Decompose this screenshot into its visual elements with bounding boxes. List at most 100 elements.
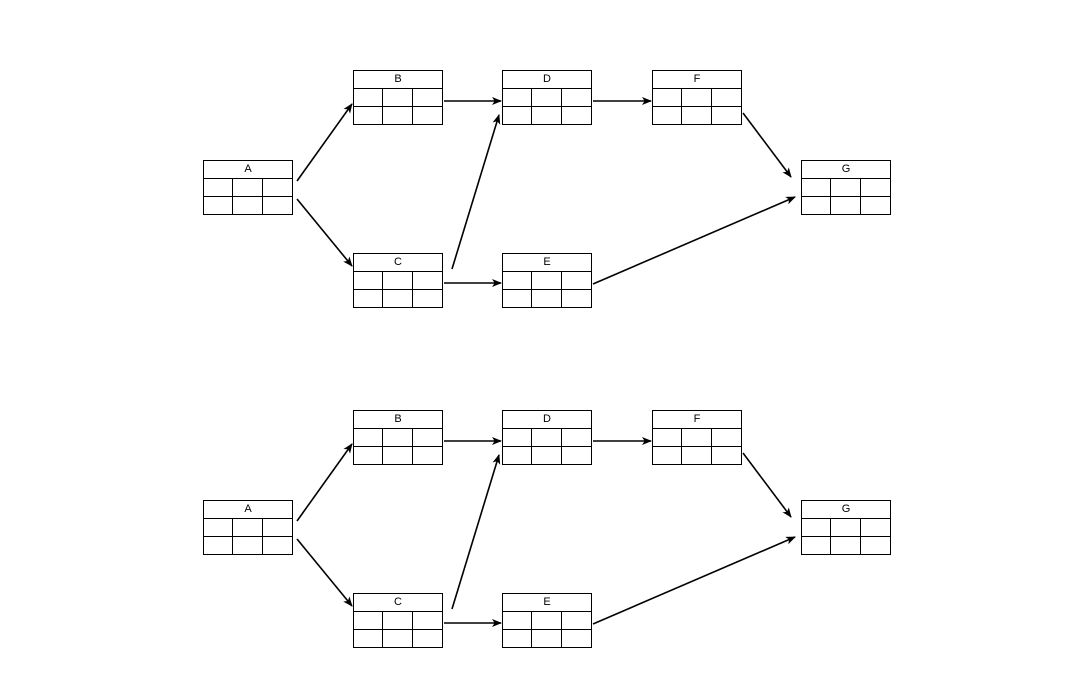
node-F[interactable]: F [652, 410, 742, 465]
node-cell[interactable] [383, 429, 413, 447]
node-cell[interactable] [532, 89, 562, 107]
node-cell[interactable] [802, 519, 832, 537]
node-cell[interactable] [532, 429, 562, 447]
node-cell[interactable] [503, 446, 533, 464]
node-cell[interactable] [354, 289, 384, 307]
node-cell[interactable] [354, 612, 384, 630]
node-cell[interactable] [802, 179, 832, 197]
node-cell[interactable] [532, 272, 562, 290]
node-cell[interactable] [233, 536, 263, 554]
edge-A-to-C [296, 538, 353, 607]
node-cell[interactable] [561, 446, 591, 464]
node-cell[interactable] [354, 106, 384, 124]
node-cell[interactable] [204, 179, 234, 197]
node-cell[interactable] [561, 289, 591, 307]
node-cell[interactable] [412, 429, 442, 447]
node-cell[interactable] [831, 519, 861, 537]
node-cell[interactable] [354, 272, 384, 290]
node-G[interactable]: G [801, 160, 891, 215]
node-cell[interactable] [383, 272, 413, 290]
node-A[interactable]: A [203, 160, 293, 215]
node-cell[interactable] [860, 196, 890, 214]
node-cell[interactable] [412, 289, 442, 307]
node-cell[interactable] [354, 89, 384, 107]
node-D[interactable]: D [502, 70, 592, 125]
node-cell[interactable] [503, 89, 533, 107]
node-cell[interactable] [831, 196, 861, 214]
node-cell[interactable] [412, 629, 442, 647]
node-cell[interactable] [831, 536, 861, 554]
node-cell[interactable] [860, 536, 890, 554]
node-cell[interactable] [561, 106, 591, 124]
node-cell[interactable] [383, 289, 413, 307]
node-cell[interactable] [682, 89, 712, 107]
node-cell[interactable] [561, 612, 591, 630]
node-C[interactable]: C [353, 253, 443, 308]
node-cell[interactable] [532, 446, 562, 464]
node-cell[interactable] [262, 196, 292, 214]
node-cell[interactable] [561, 629, 591, 647]
node-cell[interactable] [653, 89, 683, 107]
node-cell[interactable] [204, 519, 234, 537]
node-cell[interactable] [262, 519, 292, 537]
node-A[interactable]: A [203, 500, 293, 555]
node-cell[interactable] [711, 446, 741, 464]
node-cell[interactable] [561, 429, 591, 447]
node-cell[interactable] [262, 179, 292, 197]
node-cell[interactable] [711, 106, 741, 124]
node-cell[interactable] [682, 106, 712, 124]
node-F[interactable]: F [652, 70, 742, 125]
node-cell[interactable] [233, 519, 263, 537]
node-C[interactable]: C [353, 593, 443, 648]
node-cell[interactable] [233, 196, 263, 214]
node-cell[interactable] [503, 106, 533, 124]
node-cell[interactable] [412, 106, 442, 124]
node-E[interactable]: E [502, 593, 592, 648]
node-cell[interactable] [383, 89, 413, 107]
node-cell[interactable] [860, 519, 890, 537]
node-cell[interactable] [503, 429, 533, 447]
node-cell[interactable] [354, 446, 384, 464]
node-cell[interactable] [503, 629, 533, 647]
node-cell[interactable] [711, 89, 741, 107]
node-cell[interactable] [412, 272, 442, 290]
node-cell[interactable] [412, 446, 442, 464]
node-E[interactable]: E [502, 253, 592, 308]
node-cell-grid [802, 179, 890, 214]
node-cell[interactable] [354, 629, 384, 647]
node-cell[interactable] [412, 89, 442, 107]
node-cell[interactable] [653, 446, 683, 464]
node-D[interactable]: D [502, 410, 592, 465]
node-cell[interactable] [503, 272, 533, 290]
node-cell[interactable] [503, 612, 533, 630]
node-cell[interactable] [383, 612, 413, 630]
node-cell[interactable] [860, 179, 890, 197]
node-cell[interactable] [204, 536, 234, 554]
node-cell[interactable] [682, 429, 712, 447]
node-cell[interactable] [412, 612, 442, 630]
node-cell[interactable] [653, 429, 683, 447]
node-cell[interactable] [653, 106, 683, 124]
node-B[interactable]: B [353, 70, 443, 125]
node-cell[interactable] [532, 629, 562, 647]
node-cell[interactable] [561, 89, 591, 107]
node-cell[interactable] [561, 272, 591, 290]
node-cell[interactable] [532, 106, 562, 124]
node-G[interactable]: G [801, 500, 891, 555]
node-cell[interactable] [262, 536, 292, 554]
node-cell[interactable] [233, 179, 263, 197]
node-cell[interactable] [503, 289, 533, 307]
node-cell[interactable] [383, 446, 413, 464]
node-cell[interactable] [711, 429, 741, 447]
node-cell[interactable] [383, 106, 413, 124]
node-cell[interactable] [831, 179, 861, 197]
node-cell[interactable] [383, 629, 413, 647]
node-B[interactable]: B [353, 410, 443, 465]
node-cell[interactable] [532, 612, 562, 630]
node-cell[interactable] [802, 536, 832, 554]
node-cell[interactable] [532, 289, 562, 307]
node-cell[interactable] [204, 196, 234, 214]
node-cell[interactable] [802, 196, 832, 214]
node-cell[interactable] [682, 446, 712, 464]
node-cell[interactable] [354, 429, 384, 447]
